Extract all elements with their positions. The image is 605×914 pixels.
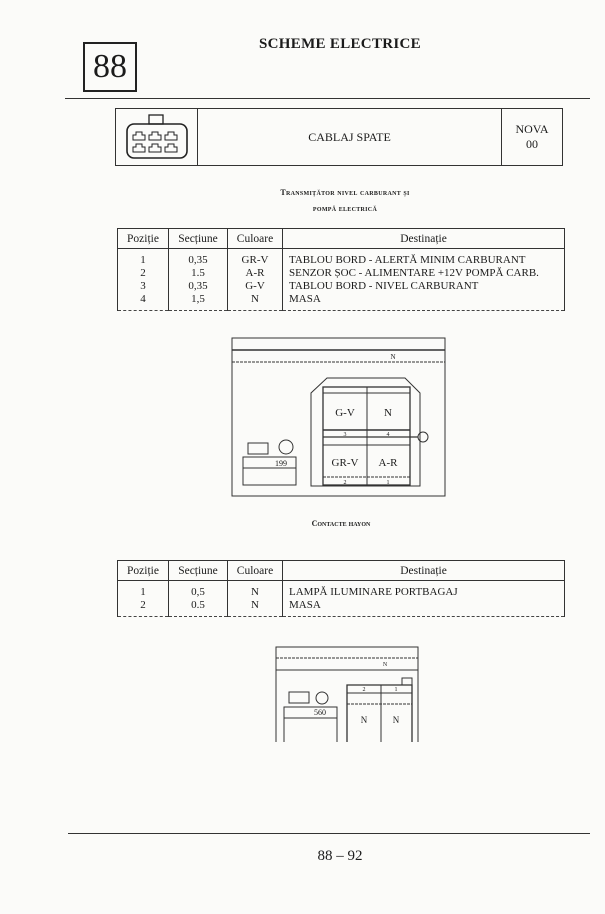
cell-col: N bbox=[227, 580, 283, 599]
version-line1: NOVA bbox=[515, 122, 549, 136]
cell-dest: TABLOU BORD - ALERTĂ MINIM CARBURANT bbox=[282, 248, 565, 267]
cell-pos: 2 bbox=[117, 599, 169, 617]
col-header-sectiune: Secțiune bbox=[168, 560, 228, 581]
cell-sec: 0.5 bbox=[168, 599, 228, 617]
col-header-destinatie: Destinație bbox=[282, 560, 565, 581]
cell-sec: 0,35 bbox=[168, 248, 228, 267]
col-header-sectiune: Secțiune bbox=[168, 228, 228, 249]
diagram2-band-label: N bbox=[383, 662, 388, 668]
diagram2-box-number: 560 bbox=[314, 708, 326, 717]
cell-dest: MASA bbox=[282, 293, 565, 311]
cell-pos: 1 bbox=[117, 580, 169, 599]
version-cell: NOVA 00 bbox=[501, 109, 562, 165]
diagram2-cell-color: N bbox=[361, 715, 368, 725]
col-header-pozitie: Poziție bbox=[117, 560, 169, 581]
diagram1-pin-number: 1 bbox=[387, 480, 390, 486]
tailgate-connector-diagram bbox=[275, 646, 419, 742]
diagram1-band-label: N bbox=[390, 353, 395, 361]
diagram2-pin-number: 2 bbox=[363, 687, 366, 693]
diagram1-pin-number: 4 bbox=[387, 432, 390, 438]
col-header-culoare: Culoare bbox=[227, 560, 283, 581]
connector-6-pin-icon bbox=[116, 109, 198, 165]
fuel-sender-connector-diagram bbox=[231, 337, 446, 497]
diagram1-cell-color: G-V bbox=[335, 407, 355, 419]
top-divider bbox=[65, 98, 590, 99]
diagram1-pin-number: 2 bbox=[344, 480, 347, 486]
section1-title-line1: Transmițător nivel carburant și bbox=[280, 188, 410, 197]
cell-col: GR-V bbox=[227, 248, 283, 267]
col-header-destinatie: Destinație bbox=[282, 228, 565, 249]
connector-header: CABLAJ SPATE NOVA 00 bbox=[115, 108, 563, 166]
cell-dest: TABLOU BORD - NIVEL CARBURANT bbox=[282, 280, 565, 293]
page-number: 88 – 92 bbox=[317, 848, 363, 864]
cell-sec: 0,5 bbox=[168, 580, 228, 599]
cell-sec: 0,35 bbox=[168, 280, 228, 293]
cell-dest: SENZOR ȘOC - ALIMENTARE +12V POMPĂ CARB. bbox=[282, 267, 565, 280]
cell-sec: 1,5 bbox=[168, 293, 228, 311]
diagram2-cell-color: N bbox=[393, 715, 400, 725]
diagram1-pin-number: 3 bbox=[344, 432, 347, 438]
page-title: SCHEME ELECTRICE bbox=[259, 36, 421, 52]
diagram2-pin-number: 1 bbox=[395, 687, 398, 693]
harness-label: CABLAJ SPATE bbox=[308, 129, 391, 144]
section1-title-line2: pompă electrică bbox=[312, 204, 378, 213]
cell-col: G-V bbox=[227, 280, 283, 293]
col-header-pozitie: Poziție bbox=[117, 228, 169, 249]
cell-dest: LAMPĂ ILUMINARE PORTBAGAJ bbox=[282, 580, 565, 599]
section2-title: Contacte hayon bbox=[311, 519, 371, 528]
cell-col: N bbox=[227, 599, 283, 617]
version-line2: 00 bbox=[526, 137, 538, 151]
diagram1-cell-color: GR-V bbox=[332, 457, 359, 469]
chapter-number-box: 88 bbox=[83, 42, 137, 92]
cell-dest: MASA bbox=[282, 599, 565, 617]
diagram1-cell-color: A-R bbox=[379, 457, 399, 469]
diagram1-box-number: 199 bbox=[275, 459, 287, 468]
diagram1-cell-color: N bbox=[384, 407, 392, 419]
bottom-divider bbox=[68, 833, 590, 834]
